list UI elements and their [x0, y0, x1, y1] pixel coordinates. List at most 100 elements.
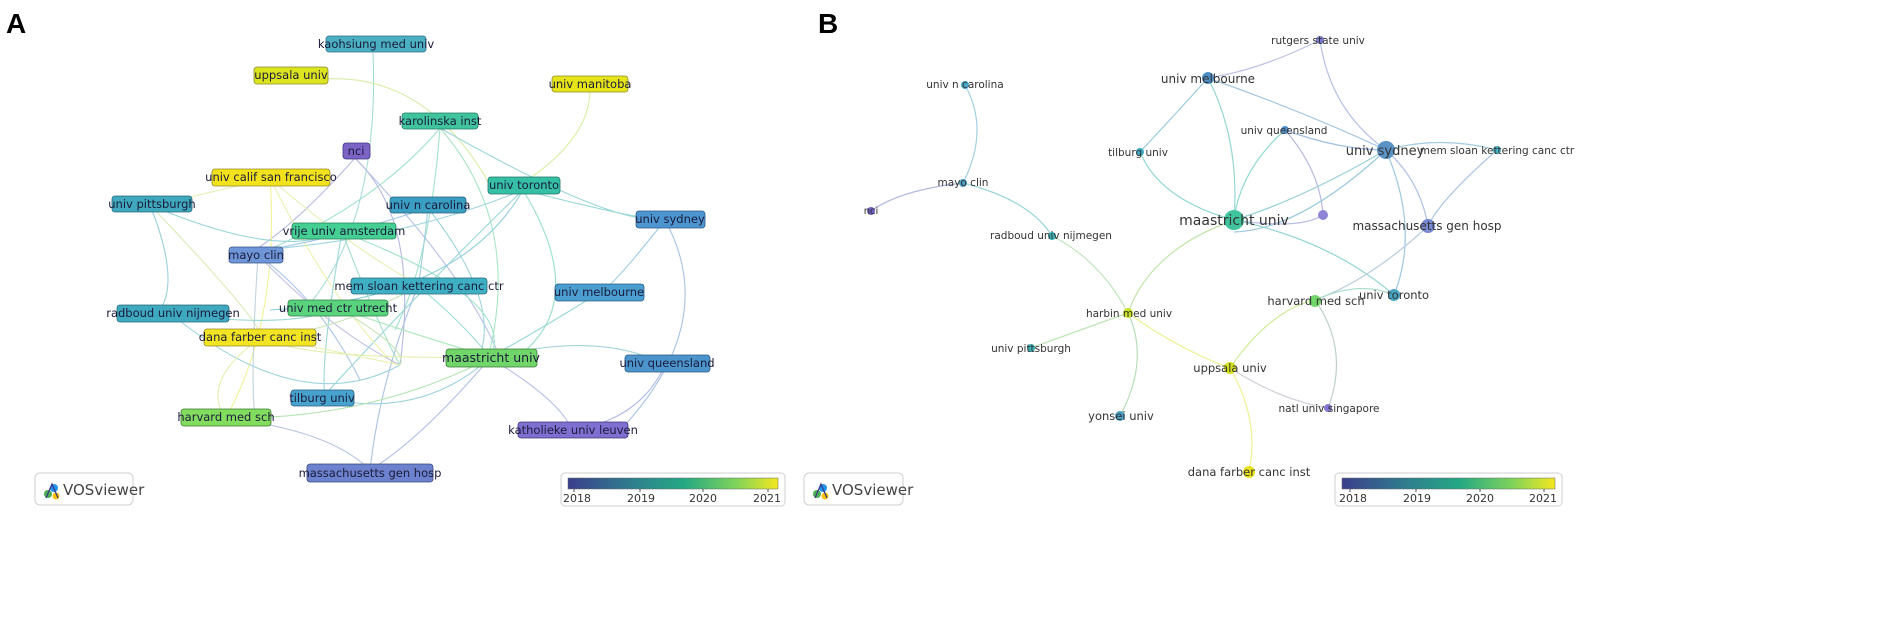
node-label: mem sloan kettering canc ctr: [1420, 145, 1575, 157]
node-box[interactable]: univ n carolina: [386, 196, 471, 214]
node-circle[interactable]: [1136, 148, 1144, 156]
panel-b-nodes: rutgers state univ univ n carolina univ …: [864, 35, 1575, 479]
node-box[interactable]: mem sloan kettering canc ctr: [334, 277, 504, 295]
node-box[interactable]: nci: [342, 142, 371, 160]
node-box[interactable]: univ queensland: [619, 354, 715, 373]
node-box[interactable]: dana farber canc inst: [199, 328, 322, 347]
node-label: univ pittsburgh: [108, 197, 195, 211]
node-label: uppsala univ: [254, 68, 328, 82]
colorbar-tick: 2021: [1529, 492, 1557, 505]
node-box[interactable]: vrije univ amsterdam: [283, 222, 406, 240]
node-box[interactable]: univ sydney: [635, 210, 706, 229]
node-box[interactable]: univ calif san francisco: [205, 168, 337, 187]
node-label: uppsala univ: [1193, 361, 1267, 375]
node-label: massachusetts gen hosp: [299, 466, 442, 480]
node-circle[interactable]: [867, 207, 875, 215]
node-label: maastricht univ: [442, 350, 541, 365]
node-label: mem sloan kettering canc ctr: [334, 279, 503, 293]
node-circle[interactable]: [1421, 219, 1435, 233]
vosviewer-text: VOSviewer: [832, 481, 914, 499]
node-circle[interactable]: [1123, 308, 1133, 318]
node-label: radboud univ nijmegen: [106, 306, 240, 320]
node-label: univ queensland: [1241, 125, 1328, 137]
node-label: univ melbourne: [554, 285, 644, 299]
node-box[interactable]: tilburg univ: [289, 389, 355, 407]
node-box[interactable]: univ manitoba: [549, 75, 632, 93]
node-label: univ manitoba: [549, 77, 632, 91]
colorbar: 2018 2019 2020 2021: [560, 472, 786, 507]
node-label: univ toronto: [1359, 288, 1429, 302]
node-circle[interactable]: [1224, 362, 1236, 374]
node-label: univ melbourne: [1161, 72, 1255, 86]
node-box[interactable]: radboud univ nijmegen: [106, 304, 240, 323]
node-label: katholieke univ leuven: [508, 423, 638, 437]
node-label: tilburg univ: [289, 391, 355, 405]
node-circle[interactable]: [1316, 36, 1324, 44]
panel-a-letter: A: [6, 8, 26, 39]
node-label: nci: [348, 144, 365, 158]
node-box[interactable]: katholieke univ leuven: [508, 421, 638, 439]
node-label: tilburg univ: [1108, 147, 1168, 159]
colorbar-tick: 2021: [753, 492, 781, 505]
node-circle[interactable]: [1318, 210, 1328, 220]
node-circle[interactable]: [1324, 404, 1332, 412]
node-label: univ med ctr utrecht: [279, 301, 398, 315]
node-box[interactable]: kaohsiung med univ: [318, 35, 435, 53]
node-box[interactable]: uppsala univ: [253, 66, 329, 85]
node-box[interactable]: univ toronto: [487, 176, 561, 195]
node-label: maastricht univ: [1179, 213, 1289, 229]
colorbar-tick: 2019: [627, 492, 655, 505]
node-label: dana farber canc inst: [199, 330, 322, 344]
node-box[interactable]: karolinska inst: [399, 112, 482, 130]
vosviewer-text: VOSviewer: [63, 481, 145, 499]
node-circle[interactable]: [961, 81, 969, 89]
node-circle[interactable]: [1493, 146, 1501, 154]
colorbar-tick: 2018: [1339, 492, 1367, 505]
node-circle[interactable]: [1243, 466, 1255, 478]
panel-a-nodes: kaohsiung med univ uppsala univ univ man…: [106, 35, 715, 483]
colorbar-tick: 2020: [689, 492, 717, 505]
node-label: univ n carolina: [926, 79, 1003, 91]
panel-b-letter: B: [818, 8, 838, 39]
node-label: univ sydney: [635, 212, 705, 226]
node-circle[interactable]: [1377, 141, 1395, 159]
panel-b-edges: [870, 39, 1498, 473]
node-circle[interactable]: [1309, 295, 1321, 307]
colorbar: 2018 2019 2020 2021: [1334, 472, 1563, 507]
node-label: mayo clin: [938, 177, 989, 189]
node-box[interactable]: massachusetts gen hosp: [299, 463, 442, 483]
vosviewer-logo-icon: [813, 482, 829, 500]
node-label: harbin med univ: [1086, 308, 1172, 320]
node-box[interactable]: univ pittsburgh: [108, 195, 196, 213]
node-circle[interactable]: [1388, 289, 1400, 301]
node-circle[interactable]: [1224, 210, 1244, 230]
node-label: radboud univ nijmegen: [990, 230, 1112, 242]
node-label: nci: [864, 206, 879, 217]
node-box[interactable]: univ med ctr utrecht: [279, 299, 398, 317]
colorbar-tick: 2020: [1466, 492, 1494, 505]
node-circle[interactable]: [1048, 232, 1056, 240]
node-label: karolinska inst: [399, 114, 482, 128]
node-circle[interactable]: [1281, 126, 1289, 134]
node-circle[interactable]: [959, 179, 967, 187]
node-label: harvard med sch: [1267, 294, 1364, 308]
node-label: kaohsiung med univ: [318, 37, 435, 51]
node-circle[interactable]: [1115, 411, 1125, 421]
vosviewer-badge: VOSviewer: [803, 472, 914, 506]
node-label: natl univ singapore: [1278, 403, 1379, 415]
node-label: univ queensland: [619, 356, 714, 370]
node-label: univ sydney: [1346, 144, 1425, 159]
node-box[interactable]: maastricht univ: [442, 348, 541, 368]
node-label: dana farber canc inst: [1188, 465, 1311, 479]
node-label: univ pittsburgh: [991, 343, 1071, 355]
node-circle[interactable]: [1027, 344, 1035, 352]
node-label: yonsei univ: [1088, 409, 1154, 423]
node-box[interactable]: univ melbourne: [554, 283, 645, 302]
node-circle[interactable]: [1202, 72, 1214, 84]
node-box[interactable]: mayo clin: [228, 246, 284, 264]
node-label: vrije univ amsterdam: [283, 224, 406, 238]
node-box[interactable]: harvard med sch: [177, 408, 275, 427]
node-label: harvard med sch: [177, 410, 274, 424]
colorbar-tick: 2019: [1403, 492, 1431, 505]
